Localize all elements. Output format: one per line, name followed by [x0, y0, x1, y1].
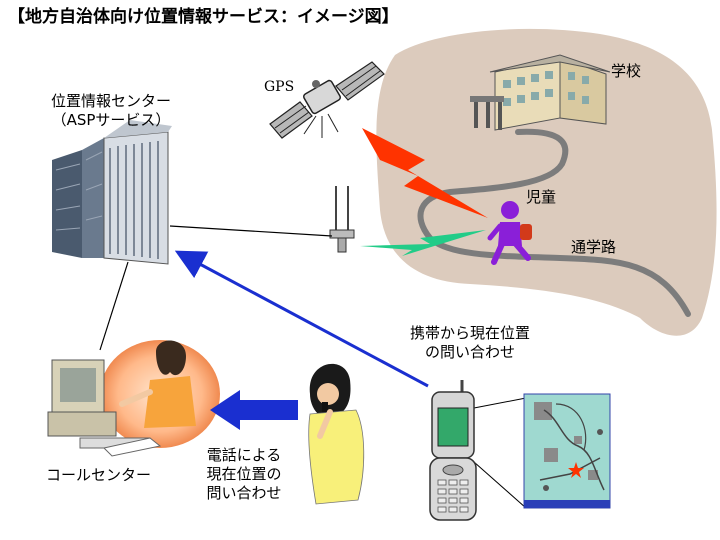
gps-signal-bolt — [362, 128, 488, 218]
location-center-label-line1: 位置情報センター — [50, 92, 171, 110]
phone-map-link-bottom — [473, 461, 527, 509]
gps-label: GPS — [264, 79, 295, 95]
child-label: 児童 — [526, 188, 557, 206]
school-label: 学校 — [611, 62, 642, 80]
mobile-phone — [429, 380, 477, 521]
phone-inquiry-label-line2: 現在位置の — [206, 465, 282, 483]
phone-to-callcenter-arrow — [210, 390, 298, 430]
call-center-scene — [47, 340, 220, 457]
mobile-signal-bolt — [360, 230, 486, 256]
phone-inquiry-label-line1: 電話による — [206, 446, 282, 464]
mobile-inquiry-label: 携帯から現在位置 の問い合わせ — [380, 324, 560, 362]
diagram-title: 【地方自治体向け位置情報サービス：イメージ図】 — [8, 7, 399, 27]
school-route-path — [417, 128, 691, 317]
location-center-label-line2: （ASPサービス） — [51, 111, 171, 129]
phone-map-link-top — [473, 397, 527, 409]
child-figure — [487, 201, 532, 265]
location-center-building — [52, 120, 172, 265]
caller-woman — [308, 363, 365, 505]
neighborhood-area — [376, 28, 717, 336]
location-center-label: 位置情報センター （ASPサービス） — [36, 92, 186, 130]
school-route-label: 通学路 — [571, 238, 617, 256]
phone-inquiry-label: 電話による 現在位置の 問い合わせ — [192, 446, 296, 503]
school-building — [470, 54, 611, 131]
mobile-inquiry-label-line2: の問い合わせ — [424, 343, 515, 361]
antenna — [329, 186, 355, 253]
mobile-inquiry-label-line1: 携帯から現在位置 — [409, 324, 530, 342]
center-antenna-link — [169, 225, 333, 237]
gps-satellite — [269, 61, 385, 139]
call-center-label: コールセンター — [46, 466, 152, 484]
phone-inquiry-label-line3: 問い合わせ — [206, 484, 282, 502]
mobile-to-center-arrow — [174, 250, 429, 388]
center-callcenter-link — [99, 261, 129, 351]
map-screen — [523, 393, 611, 509]
